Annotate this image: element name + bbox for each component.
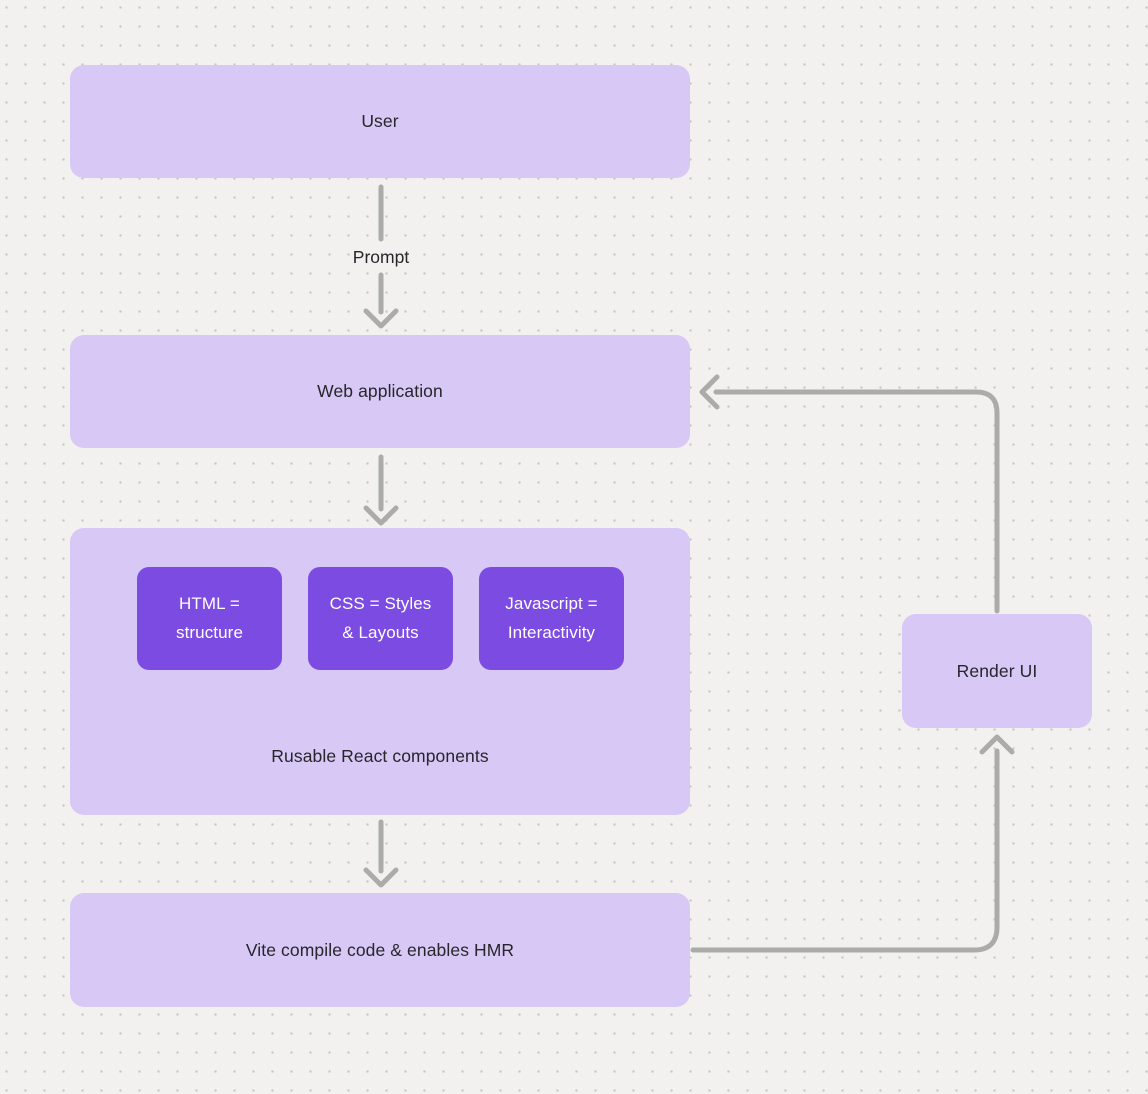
edge-vite-to-renderui: [690, 748, 1000, 953]
arrowhead-down-vite-icon: [363, 867, 399, 888]
node-user: User: [70, 65, 690, 178]
edge-renderui-to-webapp: [713, 389, 1000, 614]
chip-html: HTML = structure: [137, 567, 282, 670]
edge-label-prompt: Prompt: [352, 246, 410, 267]
chip-javascript: Javascript = Interactivity: [479, 567, 624, 670]
node-user-label: User: [361, 111, 399, 131]
node-vite-label: Vite compile code & enables HMR: [245, 939, 515, 960]
arrowhead-down-webapp-icon: [363, 308, 399, 329]
node-vite: Vite compile code & enables HMR: [70, 893, 690, 1007]
node-web-application: Web application: [70, 335, 690, 448]
chip-css: CSS = Styles & Layouts: [308, 567, 453, 670]
arrowhead-up-renderui-icon: [979, 734, 1015, 755]
node-render-ui: Render UI: [902, 614, 1092, 728]
node-render-ui-label: Render UI: [956, 660, 1038, 681]
node-web-application-label: Web application: [317, 381, 443, 401]
node-components-container: HTML = structure CSS = Styles & Layouts …: [70, 528, 690, 815]
node-components-label: Rusable React components: [271, 746, 489, 766]
arrowhead-down-components-icon: [363, 505, 399, 526]
arrowhead-left-webapp-icon: [699, 374, 720, 410]
component-chip-row: HTML = structure CSS = Styles & Layouts …: [137, 567, 624, 670]
